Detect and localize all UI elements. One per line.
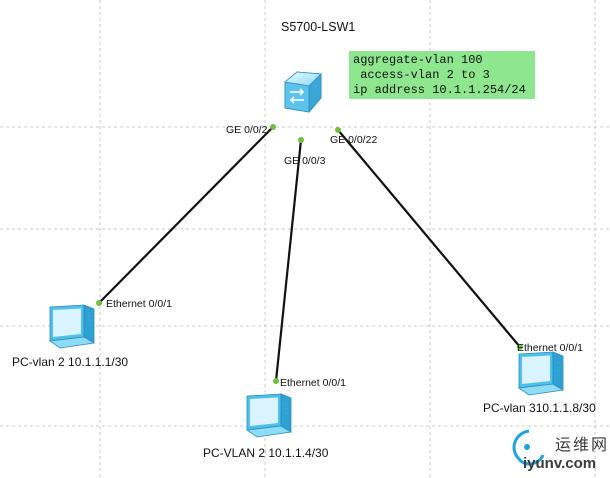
switch-name: S5700-LSW1	[281, 20, 356, 34]
pc2-port-label: Ethernet 0/0/1	[280, 377, 346, 389]
pc1-label: PC-vlan 2 10.1.1.1/30	[12, 355, 129, 369]
watermark-url: iyunv.com	[523, 455, 597, 472]
pc3-label: PC-vlan 310.1.1.8/30	[483, 401, 596, 415]
port-dot-ge003	[298, 137, 304, 143]
port-dot-ge002	[270, 124, 276, 130]
pc1-port-label: Ethernet 0/0/1	[106, 298, 172, 310]
pc2-label: PC-VLAN 2 10.1.1.4/30	[203, 446, 329, 460]
port-label-ge003: GE 0/0/3	[284, 155, 326, 167]
link-ge003[interactable]	[274, 139, 303, 382]
port-dot-pc3	[517, 344, 523, 350]
watermark-logo-icon	[512, 429, 545, 466]
watermark: 运维网 iyunv.com	[505, 427, 609, 475]
link-ge0022[interactable]	[337, 129, 521, 348]
link-ge002[interactable]	[98, 126, 274, 304]
port-dot-ge0022	[335, 127, 341, 133]
port-label-ge002: GE 0/0/2	[226, 124, 268, 136]
port-label-ge0022: GE 0/0/22	[330, 134, 378, 146]
pc3-port-label: Ethernet 0/0/1	[517, 342, 583, 354]
switch-config-note: aggregate-vlan 100 access-vlan 2 to 3 ip…	[349, 51, 535, 99]
pc2-icon[interactable]	[241, 392, 295, 440]
pc1-icon[interactable]	[44, 303, 98, 351]
port-dot-pc2	[273, 378, 279, 384]
pc3-icon[interactable]	[513, 350, 567, 398]
watermark-cn: 运维网	[555, 437, 610, 454]
switch-icon[interactable]	[281, 68, 323, 116]
port-dot-pc1	[96, 300, 102, 306]
